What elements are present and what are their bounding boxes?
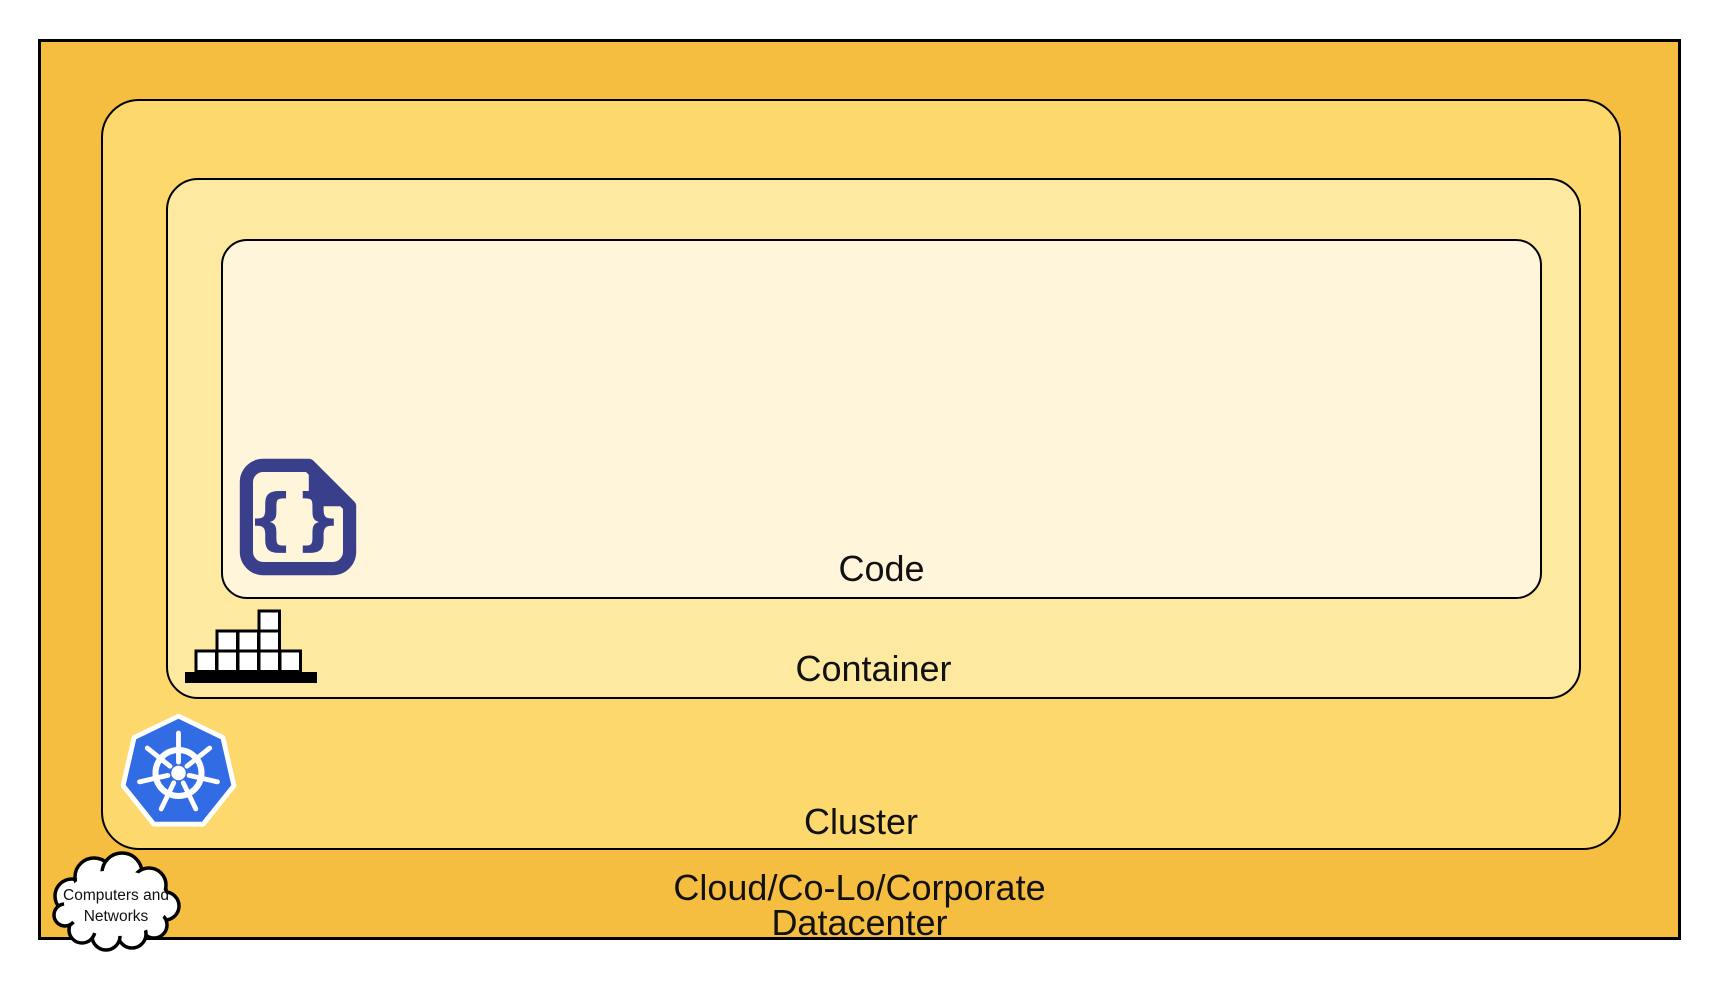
cloud-icon: Computers and Networks (52, 851, 181, 952)
datacenter-label-line1: Cloud/Co-Lo/Corporate (673, 867, 1046, 908)
block (278, 649, 302, 673)
kubernetes-hub (171, 765, 186, 781)
cloud-label-line1: Computers and (63, 887, 169, 904)
block (236, 649, 260, 673)
datacenter-label: Cloud/Co-Lo/Corporate Datacenter (38, 867, 1681, 943)
kubernetes-icon (120, 713, 237, 827)
code-file-icon: {} (239, 458, 357, 576)
block (257, 629, 281, 653)
datacenter-label-line2: Datacenter (771, 902, 948, 943)
block (236, 629, 260, 653)
code-label: Code (838, 548, 925, 589)
container-blocks-icon (185, 609, 317, 683)
block (194, 649, 218, 673)
block (215, 649, 239, 673)
block-baseline (185, 672, 317, 683)
block (215, 629, 239, 653)
kubernetes-wheel (137, 730, 220, 812)
cloud-body (64, 870, 168, 936)
layer-code: Code (221, 239, 1542, 599)
block (257, 609, 281, 633)
cloud-label-line2: Networks (84, 908, 149, 925)
code-braces-glyph: {} (247, 480, 343, 558)
block (257, 649, 281, 673)
